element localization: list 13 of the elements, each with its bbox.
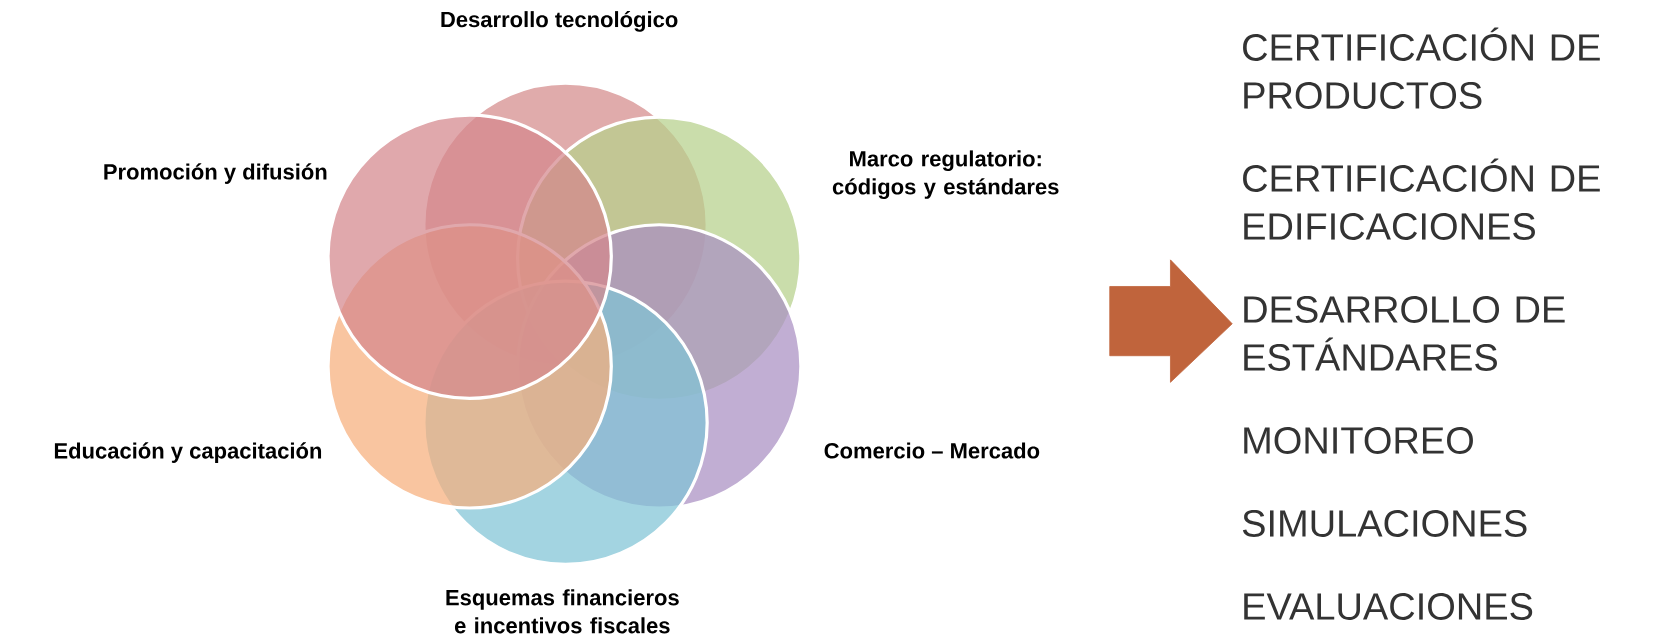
list-item: DESARROLLO DE ESTÁNDARES — [1244, 296, 1565, 371]
list-item: EVALUACIONES — [1244, 593, 1533, 620]
list-item: SIMULACIONES — [1242, 510, 1527, 537]
block-arrow — [1109, 259, 1233, 383]
circle-label: Promoción y difusión — [104, 163, 327, 184]
circle-label: Desarrollo tecnológico — [441, 10, 678, 32]
circle-label: Educación y capacitación — [54, 442, 322, 463]
circle-label: Marco regulatorio: códigos y estándares — [832, 150, 1059, 199]
list-item: MONITOREO — [1244, 427, 1473, 454]
circle-label: Comercio – Mercado — [824, 442, 1040, 459]
circle-label: Esquemas financieros e incentivos fiscales — [446, 589, 679, 634]
list-item: CERTIFICACIÓN DE EDIFICACIONES — [1243, 158, 1600, 240]
list-item: CERTIFICACIÓN DE PRODUCTOS — [1243, 27, 1600, 109]
